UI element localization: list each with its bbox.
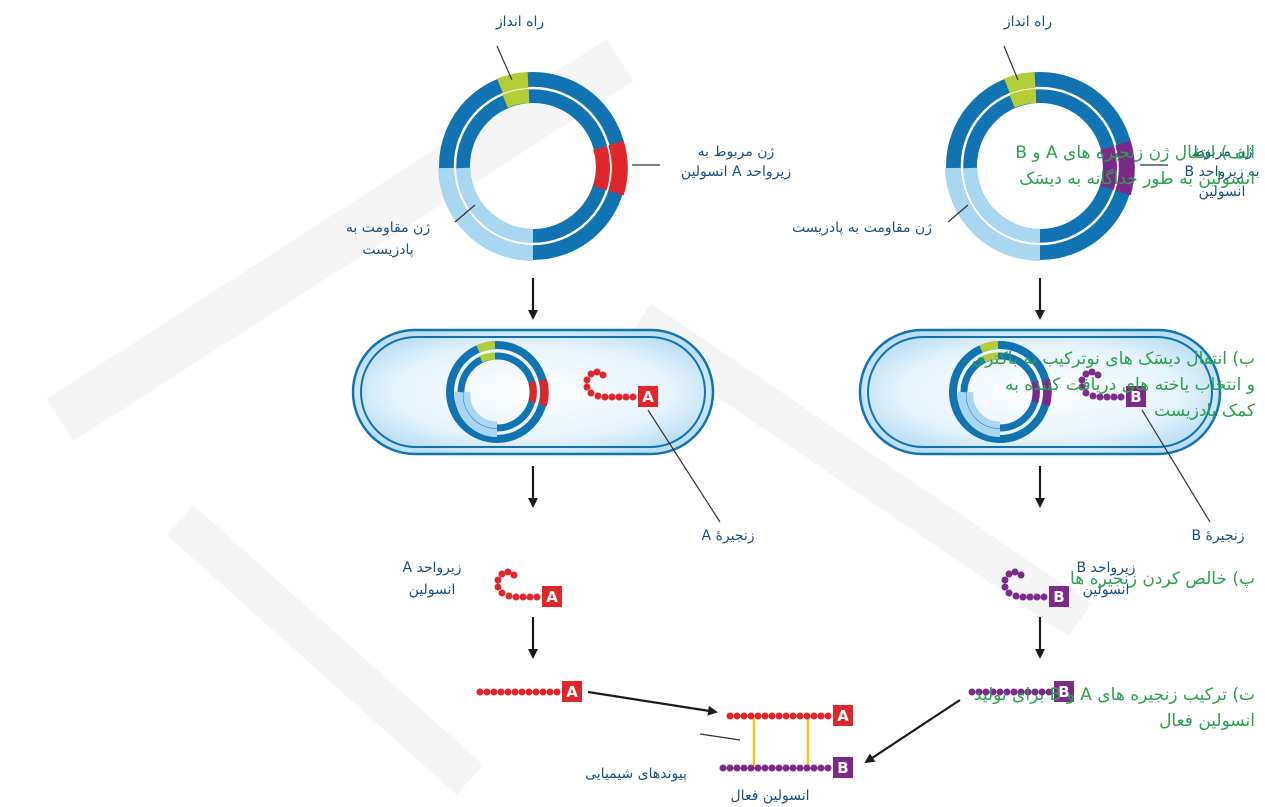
gene-a-inner [593, 146, 610, 190]
tag-b-purified-text: B [1053, 588, 1064, 606]
subunit-b-label-2: انسولین [1083, 582, 1130, 598]
tag-a-purified [542, 586, 562, 607]
promoter-label-b: راه انداز [1003, 14, 1052, 30]
bond-leader [699, 733, 741, 741]
tag-a-in-cell-text: A [642, 388, 654, 406]
vertical-arrows [528, 278, 1045, 659]
chemical-bonds-label: پیوندهای شیمیایی [585, 766, 687, 782]
chain-a-leader [647, 409, 721, 523]
subunit-b-label-1: زیرواحد B [1076, 560, 1135, 576]
promoter-a-outer [497, 72, 529, 94]
bacterium-b-cell-inner [867, 336, 1213, 448]
resistance-label-a-2: پادزیست [362, 242, 413, 258]
tag-a-straight-text: A [566, 683, 578, 701]
subunit-a-label-1: زیرواحد A [402, 560, 461, 576]
promoter-label-a: راه انداز [495, 14, 544, 30]
resistance-label-b: ژن مقاومت به پادزیست [792, 220, 932, 236]
bacterium-b: B [858, 328, 1222, 456]
plasmid-a-resistance-inner [456, 167, 534, 243]
gene-b-outer [1115, 140, 1135, 196]
plasmid-b-gap [960, 86, 1120, 246]
straight-chain-a: A [476, 681, 582, 702]
tag-a-purified-text: A [546, 588, 558, 606]
tag-a-insulin [833, 705, 853, 726]
chain-b-label: زنجیرهٔ B [1191, 528, 1244, 544]
straight-chain-b: B [968, 681, 1074, 702]
plasmid-a [438, 72, 628, 261]
purified-chain-b: B [1001, 568, 1069, 607]
resistance-label-a-1: ژن مقاومت به [346, 220, 430, 236]
tag-b-straight-text: B [1058, 683, 1069, 701]
tag-b-straight [1054, 681, 1074, 702]
promoter-a-inner [502, 89, 530, 108]
gene-a-label-1: ژن مربوط به [698, 144, 775, 160]
gene-a-outer [608, 140, 628, 196]
bacterium-a: A [351, 328, 715, 456]
plasmid-a-resistance-outer [438, 167, 534, 261]
tag-a-in-cell [638, 386, 658, 407]
gene-a-label-2: زیرواحد A انسولین [681, 164, 791, 180]
tag-b-purified [1049, 586, 1069, 607]
plasmid-a-gap [453, 86, 613, 246]
chain-a-in-cell [583, 368, 637, 401]
subunit-a-label-2: انسولین [409, 582, 456, 598]
active-insulin: A B [719, 705, 853, 778]
gene-b-label-2: به زیرواحد B [1185, 164, 1260, 180]
promoter-b-outer [1004, 72, 1036, 94]
chain-b-in-cell [1078, 368, 1125, 401]
gene-b-label-1: ژن مربوط [1192, 144, 1253, 160]
gene-b-label-3: انسولین [1199, 184, 1246, 200]
plasmid-leader-lines [454, 45, 1168, 223]
bacterium-b-cell-outer [858, 328, 1222, 456]
purified-chain-a: A [494, 568, 562, 607]
arrow-a-to-insulin [587, 690, 718, 716]
arrow-b-to-insulin [864, 699, 961, 764]
promoter-b-inner [1009, 89, 1037, 108]
tag-b-insulin-text: B [837, 759, 848, 777]
chain-a-label: زنجیرهٔ A [701, 528, 754, 544]
chain-b-leader [1141, 409, 1211, 523]
tag-a-insulin-text: A [837, 707, 849, 725]
tag-b-in-cell [1126, 386, 1146, 407]
tag-b-insulin [833, 757, 853, 778]
bacterium-a-cell-inner [360, 336, 706, 448]
insulin-chain-a [726, 712, 832, 720]
active-insulin-label: انسولین فعال [731, 788, 810, 804]
insulin-chain-b [719, 764, 832, 772]
gene-b-inner [1100, 146, 1117, 190]
watermark [46, 38, 1092, 795]
plasmid-b-resistance-outer [945, 167, 1041, 261]
plasmid-b [945, 72, 1135, 261]
tag-a-straight [562, 681, 582, 702]
plasmid-b-resistance-inner [963, 167, 1041, 243]
tag-b-in-cell-text: B [1130, 388, 1141, 406]
